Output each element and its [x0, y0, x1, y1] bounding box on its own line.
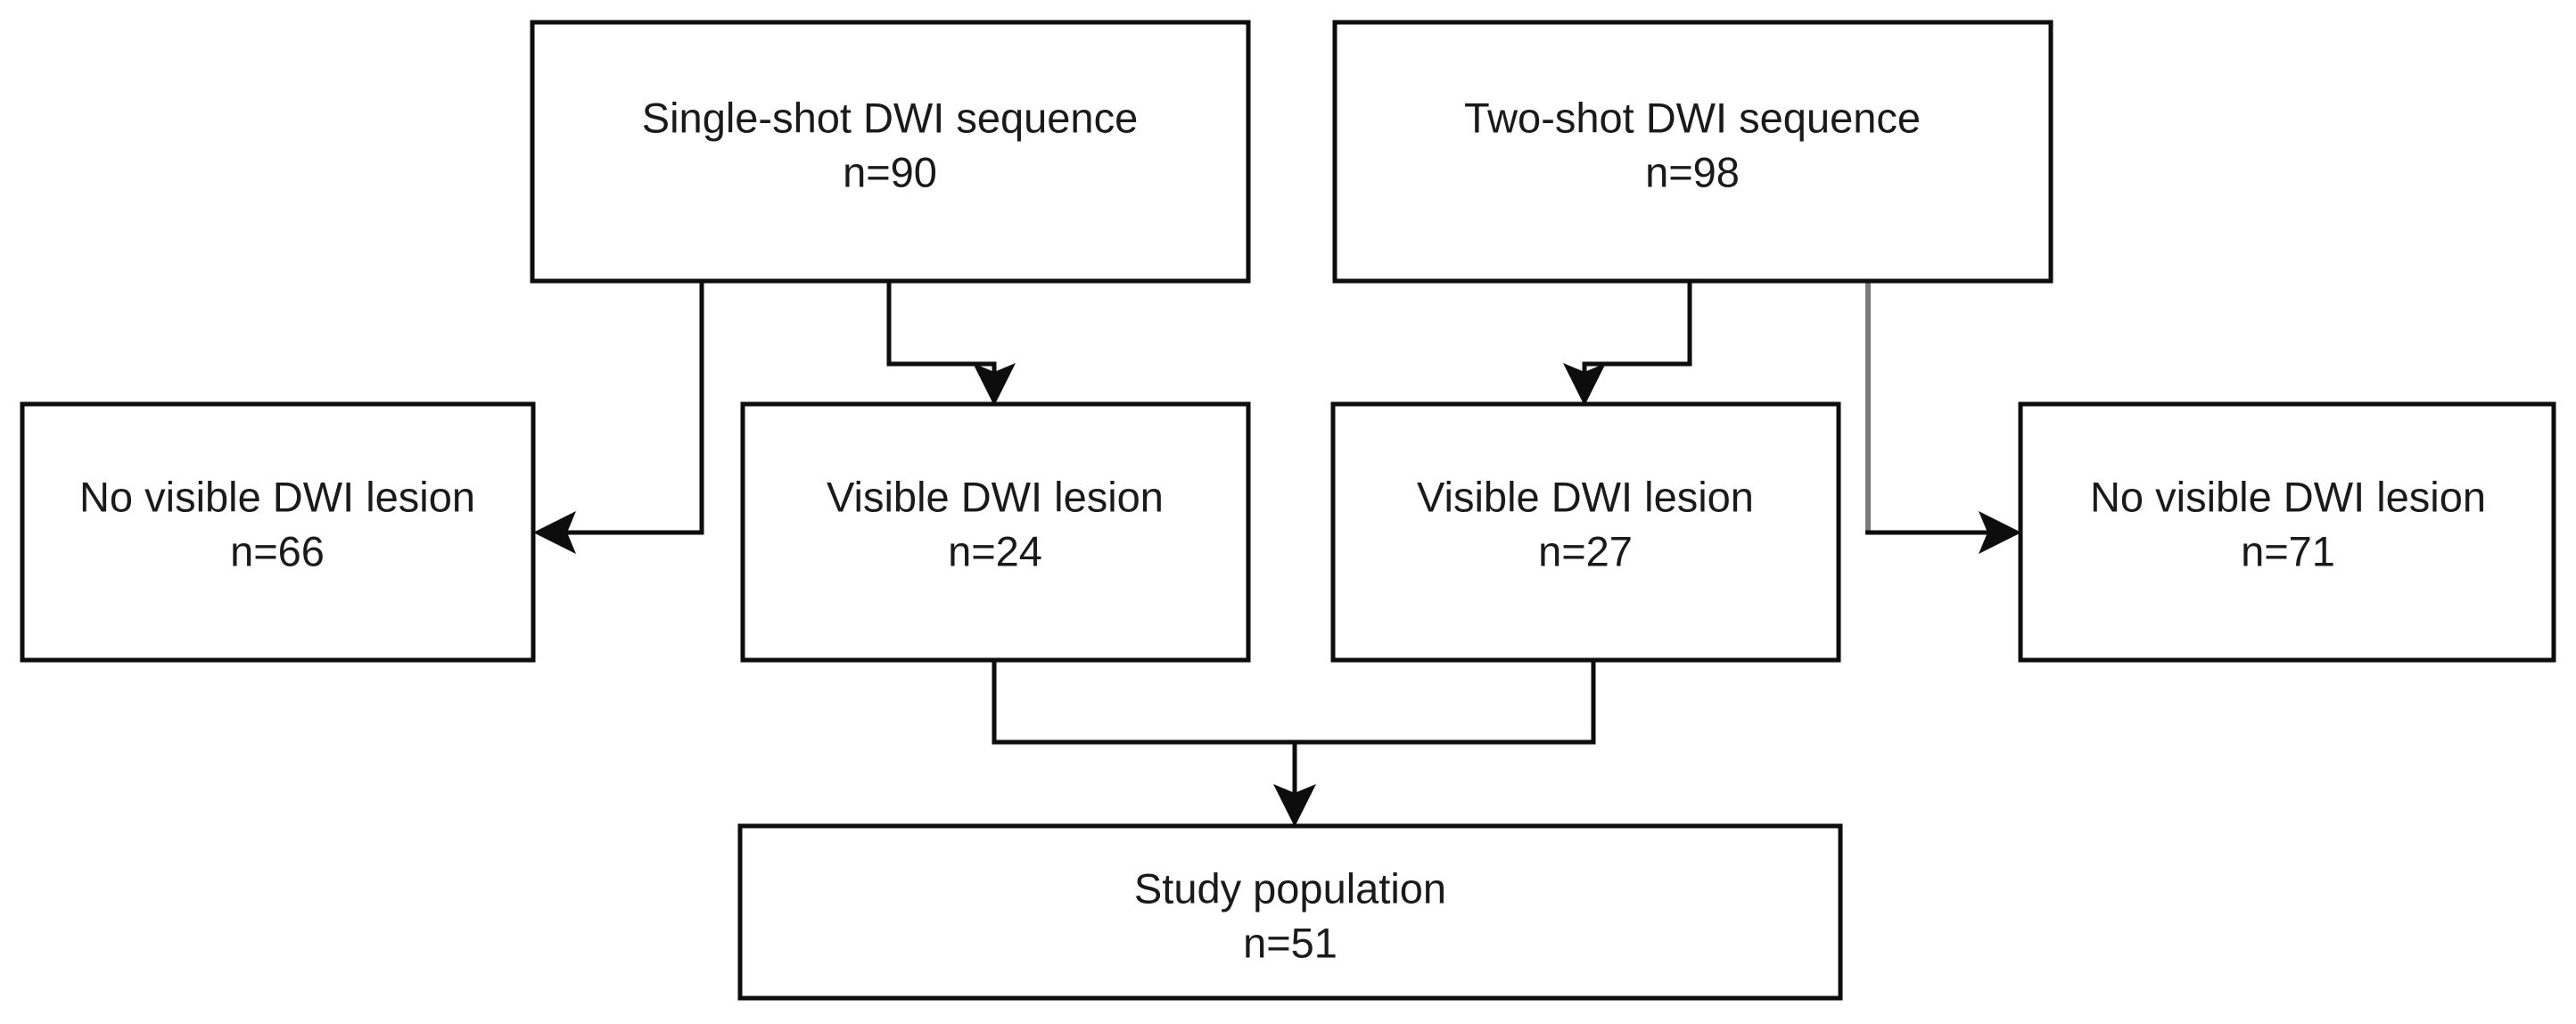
node-lesion-two[interactable]: Visible DWI lesion n=27: [1330, 401, 1841, 663]
node-two-shot-box[interactable]: [1332, 20, 2053, 284]
node-study-population-line1: Study population: [1134, 864, 1446, 912]
node-no-lesion-single-line1: No visible DWI lesion: [79, 473, 475, 520]
node-single-shot-line2: n=90: [843, 148, 937, 195]
node-lesion-single-line1: Visible DWI lesion: [827, 473, 1164, 520]
node-lesion-two-line2: n=27: [1538, 527, 1633, 574]
node-lesion-single-box[interactable]: [740, 401, 1251, 663]
arrowhead-down-lesion-two: [1563, 363, 1606, 406]
node-no-lesion-single-box[interactable]: [20, 401, 536, 663]
arrowhead-left-no-lesion-single: [533, 511, 576, 554]
node-no-lesion-two-line2: n=71: [2241, 527, 2335, 574]
node-lesion-single[interactable]: Visible DWI lesion n=24: [740, 401, 1251, 663]
node-single-shot[interactable]: Single-shot DWI sequence n=90: [530, 20, 1251, 284]
node-two-shot-line2: n=98: [1645, 148, 1740, 195]
node-no-lesion-two-box[interactable]: [2018, 401, 2556, 663]
node-single-shot-line1: Single-shot DWI sequence: [642, 94, 1138, 141]
arrowhead-down-lesion-single: [973, 363, 1016, 406]
arrowhead-right-no-lesion-two: [1979, 511, 2021, 554]
node-single-shot-box[interactable]: [530, 20, 1251, 284]
node-two-shot-line1: Two-shot DWI sequence: [1464, 94, 1921, 141]
edge-group: [533, 281, 2021, 827]
node-no-lesion-two-line1: No visible DWI lesion: [2090, 473, 2486, 520]
node-study-population-line2: n=51: [1243, 919, 1337, 966]
node-no-lesion-single[interactable]: No visible DWI lesion n=66: [20, 401, 536, 663]
node-lesion-single-line2: n=24: [948, 527, 1042, 574]
node-study-population-box[interactable]: [737, 823, 1843, 1001]
node-two-shot[interactable]: Two-shot DWI sequence n=98: [1332, 20, 2053, 284]
node-no-lesion-two[interactable]: No visible DWI lesion n=71: [2018, 401, 2556, 663]
node-lesion-two-box[interactable]: [1330, 401, 1841, 663]
edge-merge-to-study-population: [992, 660, 1596, 745]
arrowhead-down-study-population: [1273, 784, 1316, 827]
node-study-population[interactable]: Study population n=51: [737, 823, 1843, 1001]
edge-single-shot-to-no-lesion: [551, 281, 704, 535]
node-lesion-two-line1: Visible DWI lesion: [1417, 473, 1754, 520]
node-no-lesion-single-line2: n=66: [230, 527, 325, 574]
